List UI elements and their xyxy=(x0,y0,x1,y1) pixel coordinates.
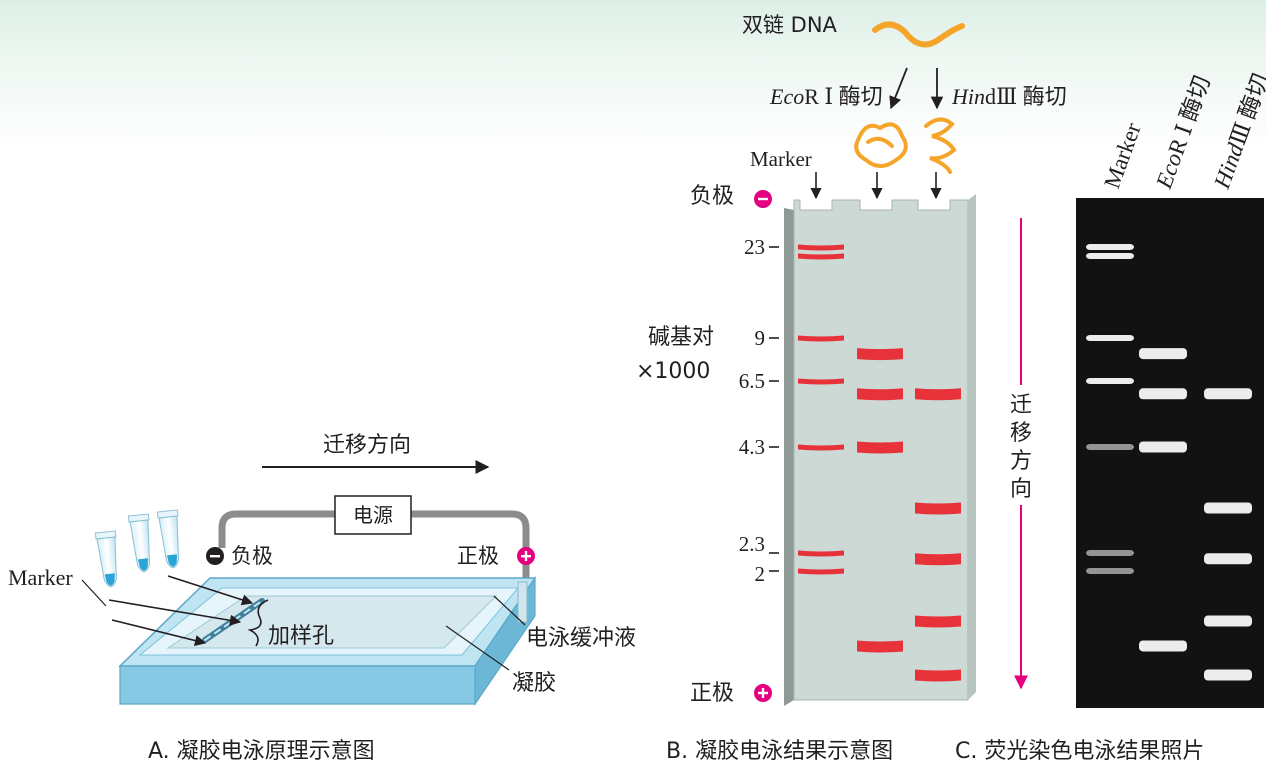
positive-label-b: 正极 xyxy=(690,681,734,706)
loading-arrow xyxy=(111,619,207,647)
photo-band xyxy=(1204,388,1252,400)
dna-label: 双链 DNA xyxy=(742,13,838,37)
ecori-fragments xyxy=(854,122,908,168)
marker-label: Marker xyxy=(8,565,73,590)
marker-leader xyxy=(81,579,107,607)
positive-label: 正极 xyxy=(457,544,499,568)
power-label: 电源 xyxy=(353,503,393,527)
plus-b-v xyxy=(761,688,765,698)
gel-leader xyxy=(445,625,510,671)
y-tick-label: 2.3 xyxy=(739,532,765,556)
well-brace xyxy=(247,599,269,647)
lane-label-hind: HindⅢ 酶切 xyxy=(1209,70,1266,192)
minus-b xyxy=(758,197,768,201)
photo-band xyxy=(1086,253,1134,259)
power-wire xyxy=(218,510,530,580)
gel-photo xyxy=(1076,198,1264,708)
lane-label-ecori: EcoR Ⅰ 酶切 xyxy=(1151,73,1215,193)
gel-band xyxy=(915,615,961,628)
photo-band xyxy=(1086,378,1134,384)
direction-label: 迁移方向 xyxy=(323,433,411,458)
gel-band xyxy=(915,502,961,515)
ecori-arrow xyxy=(889,67,908,110)
direction-char: 移 xyxy=(1010,421,1032,446)
gel-band xyxy=(915,669,961,682)
yaxis-label-line1: 碱基对 xyxy=(648,325,714,350)
y-tick-label: 23 xyxy=(744,235,765,259)
gel-label: 凝胶 xyxy=(512,671,556,696)
tank-front xyxy=(119,665,476,705)
negative-label: 负极 xyxy=(231,544,273,568)
gel-band xyxy=(798,253,844,260)
gel-band xyxy=(798,244,844,251)
photo-band xyxy=(1139,388,1187,400)
lane-label-marker: Marker xyxy=(1099,119,1146,191)
well-label: 加样孔 xyxy=(268,624,334,649)
photo-band xyxy=(1204,502,1252,514)
photo-band xyxy=(1086,335,1134,341)
y-tick-label: 4.3 xyxy=(739,435,765,459)
plus-v xyxy=(524,551,528,561)
gel-edge xyxy=(968,194,976,700)
sample-tubes xyxy=(94,509,180,588)
photo-band xyxy=(1139,348,1187,360)
negative-label-b: 负极 xyxy=(690,184,734,209)
panel-c: Marker EcoR Ⅰ 酶切 HindⅢ 酶切 C. 荧光染色电泳结果照片 xyxy=(955,70,1266,764)
tick-layer: 23 9 6.5 4.3 2.3 2 xyxy=(739,235,779,586)
caption-c: C. 荧光染色电泳结果照片 xyxy=(955,739,1204,764)
gel-band xyxy=(798,378,844,385)
caption-b: B. 凝胶电泳结果示意图 xyxy=(666,739,893,764)
buffer-label: 电泳缓冲液 xyxy=(526,626,636,651)
photo-band xyxy=(1139,441,1187,453)
y-tick-label: 2 xyxy=(755,562,766,586)
buffer-leader xyxy=(493,595,526,626)
gel-band xyxy=(798,568,844,575)
photo-band xyxy=(1086,444,1134,450)
direction-char: 迁 xyxy=(1010,393,1032,418)
photo-band xyxy=(1086,550,1134,556)
y-tick-label: 9 xyxy=(755,326,766,350)
gel-band xyxy=(857,441,903,454)
photo-band xyxy=(1204,669,1252,681)
marker-lane-label: Marker xyxy=(750,147,812,171)
gel-band xyxy=(915,553,961,566)
photo-band xyxy=(1204,553,1252,565)
gel-band xyxy=(915,388,961,401)
photo-band xyxy=(1204,615,1252,627)
gel-band xyxy=(798,444,844,451)
gel-band xyxy=(857,388,903,401)
panel-a: 迁移方向 电源 负极 正极 xyxy=(8,433,636,764)
dna-strand xyxy=(872,21,965,48)
gel-band xyxy=(798,550,844,557)
gel-schematic xyxy=(784,208,794,706)
band-layer xyxy=(798,244,961,682)
ecori-label: EcoR Ⅰ 酶切 xyxy=(769,84,883,109)
loading-arrow xyxy=(108,599,242,626)
electrode-right xyxy=(517,581,528,623)
direction-char: 方 xyxy=(1010,449,1032,474)
gel-band xyxy=(798,335,844,342)
power-box xyxy=(334,495,412,535)
y-tick-label: 6.5 xyxy=(739,369,765,393)
gel-band xyxy=(857,640,903,653)
photo-band xyxy=(1086,244,1134,250)
direction-char: 向 xyxy=(1010,477,1032,502)
minus-sign xyxy=(210,555,220,558)
photo-band xyxy=(1086,568,1134,574)
hind-fragments xyxy=(924,117,957,174)
yaxis-label-line2: ×1000 xyxy=(636,359,710,384)
well-slots xyxy=(204,600,263,641)
gel-band xyxy=(857,348,903,361)
photo-band-layer xyxy=(1086,244,1252,681)
caption-a: A. 凝胶电泳原理示意图 xyxy=(148,739,375,764)
panel-b: 双链 DNA EcoR Ⅰ 酶切 HindⅢ 酶切 Marker 23 9 6.5 4… xyxy=(636,13,1067,764)
loading-arrow xyxy=(167,575,254,606)
hind-label: HindⅢ 酶切 xyxy=(951,84,1067,109)
photo-band xyxy=(1139,640,1187,652)
